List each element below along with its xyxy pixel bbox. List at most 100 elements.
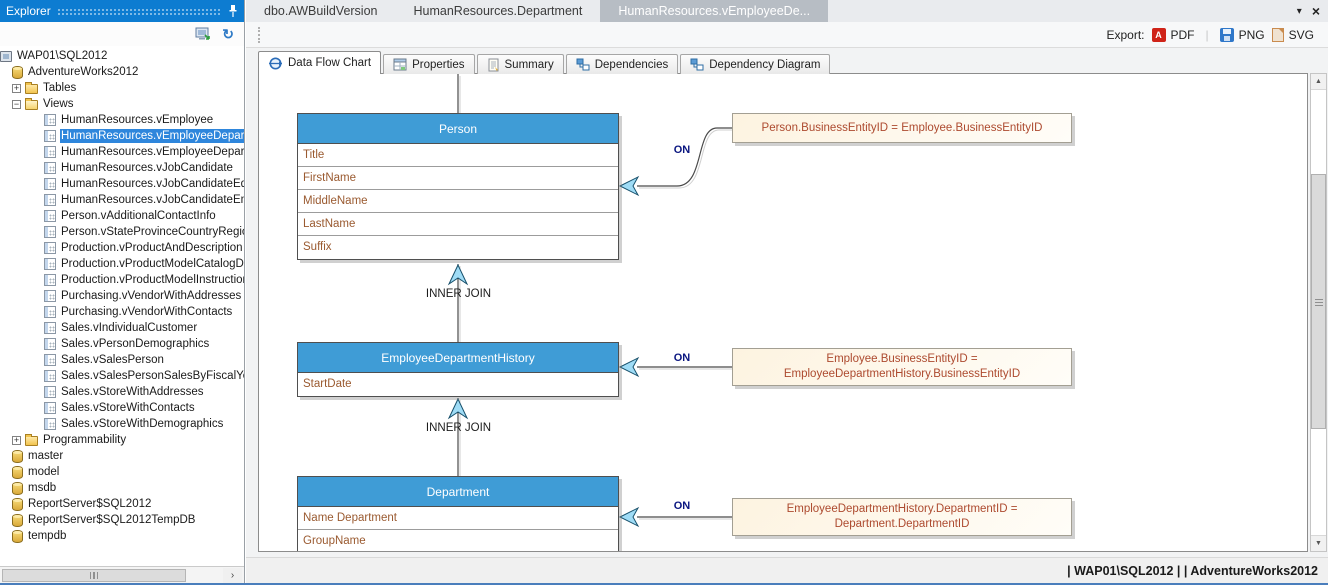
tree-item[interactable]: HumanResources.vJobCandidate [0, 160, 244, 176]
bottom-accent-line [0, 583, 1328, 585]
tab-dependencies[interactable]: Dependencies [565, 54, 679, 74]
tree-item[interactable]: HumanResources.vJobCandidateEmployment [0, 192, 244, 208]
tree-item[interactable]: HumanResources.vJobCandidateEducation [0, 176, 244, 192]
tree-item-label: WAP01\SQL2012 [17, 50, 108, 62]
tree-item[interactable]: tempdb [0, 528, 244, 544]
export-svg-button[interactable]: SVG [1271, 27, 1314, 42]
tree-item[interactable]: Production.vProductModelCatalogDescripti… [0, 256, 244, 272]
table-column-row[interactable]: Name Department [298, 507, 618, 530]
tree-item-label: tempdb [28, 530, 67, 542]
doc-tab-vemployeedepartment[interactable]: HumanResources.vEmployeeDe... [600, 0, 829, 22]
vscroll-down-button[interactable]: ▼ [1311, 535, 1326, 551]
dependency-diagram-icon [690, 58, 704, 71]
tree-item-label: Person.vStateProvinceCountryRegion [61, 226, 244, 238]
export-pdf-button[interactable]: A PDF [1151, 27, 1195, 42]
tree-item[interactable]: Person.vStateProvinceCountryRegion [0, 224, 244, 240]
tree-item[interactable]: HumanResources.vEmployeeDepartment [0, 128, 244, 144]
db-icon [12, 513, 23, 527]
tree-item-label: ReportServer$SQL2012 [28, 498, 152, 510]
tree-item[interactable]: HumanResources.vEmployeeDepartmentHistor… [0, 144, 244, 160]
table-title: Department [298, 477, 618, 507]
table-column-row[interactable]: LastName [298, 213, 618, 236]
table-column-row[interactable]: FirstName [298, 167, 618, 190]
tree-item[interactable]: Production.vProductModelInstructions [0, 272, 244, 288]
tree-item[interactable]: AdventureWorks2012 [0, 64, 244, 80]
connect-icon[interactable] [195, 27, 212, 42]
tree-item[interactable]: − Views [0, 96, 244, 112]
table-column-row[interactable]: MiddleName [298, 190, 618, 213]
tree-item[interactable]: master [0, 448, 244, 464]
vscroll-thumb[interactable] [1311, 174, 1326, 429]
view-icon [44, 386, 56, 398]
expander-plus-icon[interactable]: + [12, 434, 21, 445]
expander-plus-icon[interactable]: + [12, 82, 21, 93]
join-condition-note[interactable]: Person.BusinessEntityID = Employee.Busin… [732, 113, 1072, 143]
refresh-icon[interactable]: ↻ [222, 26, 234, 42]
pdf-icon: A [1151, 27, 1166, 42]
explorer-title-bar: Explorer [0, 0, 244, 22]
tree-item[interactable]: Sales.vPersonDemographics [0, 336, 244, 352]
toolbar-separator: | [1205, 27, 1209, 42]
tree-item[interactable]: HumanResources.vEmployee [0, 112, 244, 128]
tree-item[interactable]: ReportServer$SQL2012 [0, 496, 244, 512]
tree-item[interactable]: Sales.vIndividualCustomer [0, 320, 244, 336]
folder-icon [25, 82, 38, 94]
tree-item[interactable]: Production.vProductAndDescription [0, 240, 244, 256]
hscroll-right-button[interactable]: › [223, 568, 242, 583]
server-icon [0, 50, 12, 62]
tree-item-label: AdventureWorks2012 [28, 66, 139, 78]
join-condition-note[interactable]: EmployeeDepartmentHistory.DepartmentID =… [732, 498, 1072, 536]
tree-item-label: Sales.vStoreWithContacts [61, 402, 195, 414]
summary-icon [488, 58, 499, 71]
tab-summary[interactable]: Summary [476, 54, 564, 74]
expander-minus-icon[interactable]: − [12, 98, 21, 109]
tree-item[interactable]: Purchasing.vVendorWithAddresses [0, 288, 244, 304]
join-condition-note[interactable]: Employee.BusinessEntityID =EmployeeDepar… [732, 348, 1072, 386]
tree-item[interactable]: Person.vAdditionalContactInfo [0, 208, 244, 224]
export-png-button[interactable]: PNG [1219, 27, 1265, 42]
explorer-toolbar: ↻ [0, 22, 244, 46]
table-title: Person [298, 114, 618, 144]
doc-tab-department[interactable]: HumanResources.Department [413, 4, 583, 18]
table-column-row[interactable]: GroupName [303, 535, 366, 547]
tab-properties[interactable]: Properties [383, 54, 475, 74]
view-icon [44, 178, 56, 190]
tree-item[interactable]: Sales.vSalesPersonSalesByFiscalYears [0, 368, 244, 384]
tree-item-label: msdb [28, 482, 57, 494]
tree-item[interactable]: WAP01\SQL2012 [0, 48, 244, 64]
table-column-row[interactable]: Suffix [303, 241, 332, 253]
view-icon [44, 162, 56, 174]
pin-icon[interactable] [228, 4, 238, 18]
view-icon [44, 370, 56, 382]
tree-item[interactable]: Sales.vStoreWithAddresses [0, 384, 244, 400]
tab-dependency-diagram[interactable]: Dependency Diagram [680, 54, 831, 74]
view-icon [44, 114, 56, 126]
view-icon [44, 322, 56, 334]
hscroll-thumb[interactable] [2, 569, 186, 582]
db-icon [12, 481, 23, 495]
tree-item-label: Views [43, 98, 74, 110]
close-icon[interactable]: × [1311, 3, 1320, 19]
tree-item[interactable]: Purchasing.vVendorWithContacts [0, 304, 244, 320]
db-icon [12, 529, 23, 543]
tree-item[interactable]: Sales.vStoreWithContacts [0, 400, 244, 416]
tab-list-dropdown-icon[interactable]: ▾ [1296, 5, 1302, 17]
export-group: Export: A PDF | PNG SVG [1107, 27, 1328, 42]
tree-item[interactable]: Sales.vSalesPerson [0, 352, 244, 368]
table-column-row[interactable]: Title [298, 144, 618, 167]
tree-item[interactable]: +Programmability [0, 432, 244, 448]
vscroll-up-button[interactable]: ▲ [1311, 74, 1326, 90]
doc-tab-awbuildversion[interactable]: dbo.AWBuildVersion [264, 4, 378, 18]
tree-item-label: master [28, 450, 64, 462]
table-column-row[interactable]: StartDate [303, 378, 352, 390]
tree-item[interactable]: Sales.vStoreWithDemographics [0, 416, 244, 432]
tree-item[interactable]: msdb [0, 480, 244, 496]
tab-data-flow-chart[interactable]: Data Flow Chart [258, 51, 382, 74]
tree-item[interactable]: model [0, 464, 244, 480]
tree-item[interactable]: ReportServer$SQL2012TempDB [0, 512, 244, 528]
tree-item[interactable]: +Tables [0, 80, 244, 96]
